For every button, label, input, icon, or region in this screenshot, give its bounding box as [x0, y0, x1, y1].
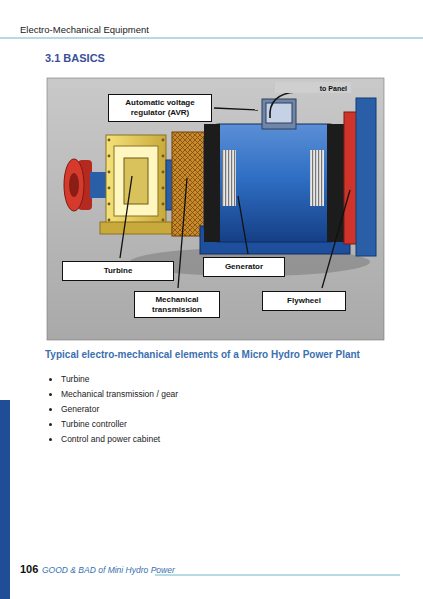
bullet-text: Generator — [61, 404, 99, 414]
header-rule — [0, 38, 423, 39]
footer-rule — [155, 575, 400, 576]
callout-box: Mechanical transmission — [134, 291, 220, 318]
bullet-text: Turbine — [61, 374, 90, 384]
side-bar — [0, 400, 10, 599]
turbine-housing — [100, 135, 172, 234]
section-heading: 3.1 BASICS — [45, 52, 105, 64]
bullet-item: Turbine controller — [61, 419, 178, 429]
callout-label: Automatic voltage regulator (AVR) — [113, 98, 207, 117]
callout-box: Flywheel — [262, 291, 346, 311]
callout-label: Flywheel — [287, 296, 321, 306]
generator-body — [200, 90, 350, 254]
bullet-item: Generator — [61, 404, 178, 414]
panel-tag: to Panel — [275, 82, 351, 93]
footer-title: GOOD & BAD of Mini Hydro Power — [42, 565, 175, 575]
callout-label: Turbine — [104, 266, 133, 276]
callout-label: Generator — [225, 262, 263, 272]
callout-box: Generator — [203, 257, 285, 277]
inlet-flange — [64, 159, 110, 211]
bullet-text: Control and power cabinet — [61, 434, 160, 444]
bullet-list: TurbineMechanical transmission / gearGen… — [47, 374, 178, 449]
bullet-text: Turbine controller — [61, 419, 127, 429]
page-number: 106 — [20, 563, 38, 575]
bullet-item: Turbine — [61, 374, 178, 384]
callout-box: Automatic voltage regulator (AVR) — [108, 94, 212, 122]
figure-caption: Typical electro-mechanical elements of a… — [45, 349, 360, 360]
transmission-guard — [172, 132, 206, 236]
callout-label: Mechanical transmission — [139, 295, 215, 314]
callout-label: to Panel — [320, 85, 347, 93]
bullet-text: Mechanical transmission / gear — [61, 389, 178, 399]
bullet-item: Control and power cabinet — [61, 434, 178, 444]
bullet-item: Mechanical transmission / gear — [61, 389, 178, 399]
illustration-panel — [47, 78, 384, 340]
running-header: Electro-Mechanical Equipment — [20, 24, 149, 35]
callout-box: Turbine — [62, 261, 174, 281]
flywheel — [344, 98, 376, 256]
